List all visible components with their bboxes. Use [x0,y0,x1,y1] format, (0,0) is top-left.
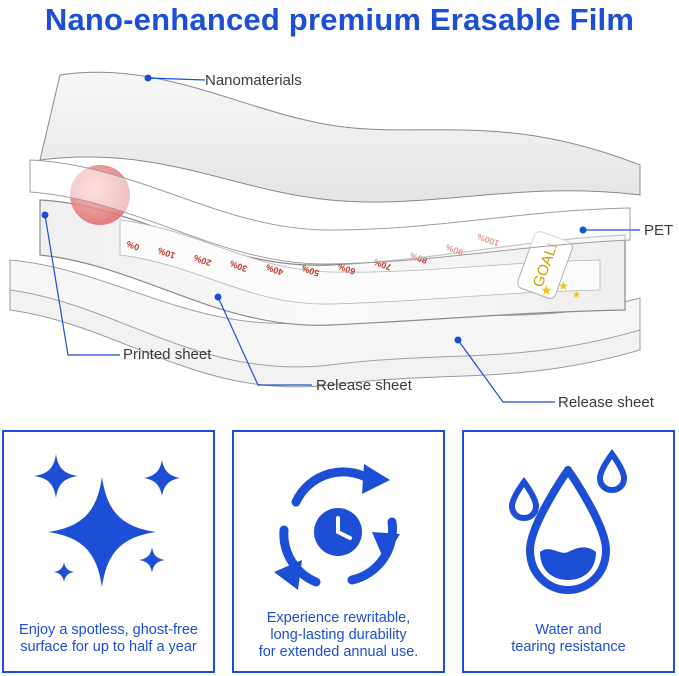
feature-panel-spotless: Enjoy a spotless, ghost-free surface for… [2,430,215,673]
label-release-sheet-2: Release sheet [558,394,654,411]
leader-lines [44,77,640,403]
page-title: Nano-enhanced premium Erasable Film [44,2,635,37]
ruler-mark-label: 0% [125,239,141,253]
feature-text-durability: Experience rewritable, long-lasting dura… [258,610,419,660]
film-layer-diagram: 0%10%20%30%40%50%60%70%80%90%100% GOAL! … [0,40,679,420]
sparkle-icon [34,454,180,587]
water-drops-icon [508,448,628,594]
label-nanomaterials: Nanomaterials [205,72,302,89]
svg-text:★: ★ [572,290,581,301]
label-release-sheet-1: Release sheet [316,377,412,394]
ruler-strip [119,219,601,305]
feature-panel-durability: Experience rewritable, long-lasting dura… [232,430,445,673]
svg-text:★: ★ [540,282,553,298]
svg-text:★: ★ [558,279,569,293]
recycle-clock-icon [274,464,400,590]
label-printed-sheet: Printed sheet [123,346,212,363]
layer-illustration: 0%10%20%30%40%50%60%70%80%90%100% GOAL! … [9,71,641,403]
pet-film [29,159,631,265]
release-sheet-middle [9,259,641,368]
feature-text-spotless: Enjoy a spotless, ghost-free surface for… [19,622,198,655]
feature-text-water: Water and tearing resistance [511,622,626,655]
label-pet: PET [644,222,674,239]
nanomaterials-layer [39,71,641,203]
feature-panel-water: Water and tearing resistance [462,430,675,673]
